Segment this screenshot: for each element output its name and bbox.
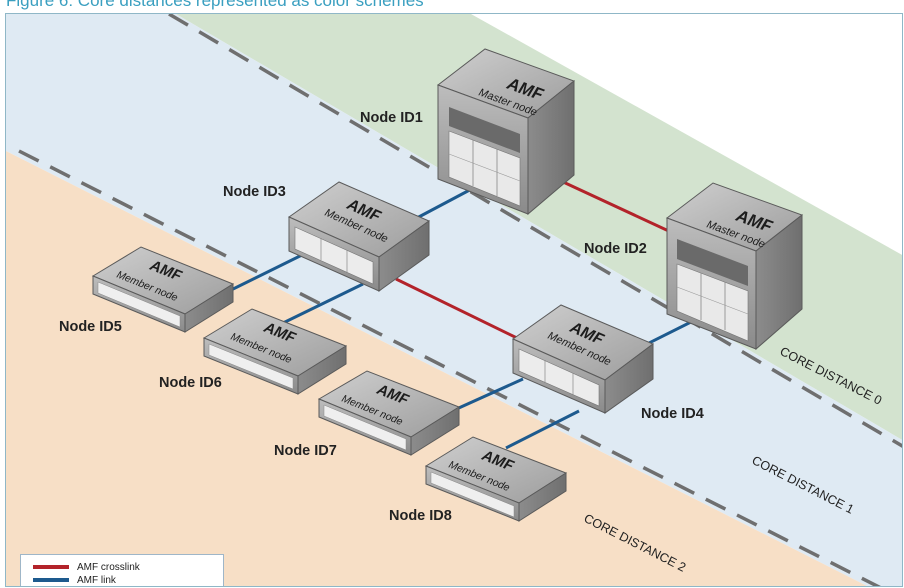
crosslink-id3-id4 bbox=[395, 277, 520, 341]
links bbox=[226, 179, 704, 450]
core-distance-2-zone bbox=[6, 151, 868, 586]
legend-item-link: AMF link bbox=[33, 574, 116, 586]
zone-boundary-0-1 bbox=[168, 14, 902, 448]
crosslink-id1-id2 bbox=[560, 179, 674, 235]
node-id4-member-switch: AMF Member node bbox=[511, 304, 654, 414]
link-id3-id6 bbox=[282, 282, 364, 325]
node-id2-label: Node ID2 bbox=[584, 241, 647, 257]
node-id8-member-switch: AMF Member node bbox=[424, 436, 568, 522]
node-id5-label: Node ID5 bbox=[59, 319, 122, 335]
legend: AMF crosslink AMF link bbox=[20, 554, 224, 586]
node-id8-label: Node ID8 bbox=[389, 508, 452, 524]
node-id1-label: Node ID1 bbox=[360, 110, 423, 126]
node-id1-master-chassis: AMF Master node bbox=[436, 48, 576, 216]
node-id2-master-chassis: AMF Master node bbox=[665, 182, 804, 351]
figure-caption: Figure 6: Core distances represented as … bbox=[6, 0, 424, 10]
legend-link-label: AMF link bbox=[77, 574, 116, 586]
node-id5-member-switch: AMF Member node bbox=[91, 246, 235, 333]
link-swatch bbox=[33, 578, 69, 582]
zone-boundary-1-2 bbox=[18, 149, 881, 586]
diagram-frame: CORE DISTANCE 0 CORE DISTANCE 1 CORE DIS… bbox=[5, 13, 903, 587]
crosslink-swatch bbox=[33, 565, 69, 569]
legend-crosslink-label: AMF crosslink bbox=[77, 561, 140, 573]
node-id3-label: Node ID3 bbox=[223, 184, 286, 200]
link-id3-id5 bbox=[226, 251, 307, 294]
link-id4-id8 bbox=[505, 409, 580, 450]
node-id3-member-switch: AMF Member node bbox=[287, 181, 431, 292]
node-id4-label: Node ID4 bbox=[641, 406, 704, 422]
node-id6-label: Node ID6 bbox=[159, 375, 222, 391]
node-id7-label: Node ID7 bbox=[274, 443, 337, 459]
network-diagram: CORE DISTANCE 0 CORE DISTANCE 1 CORE DIS… bbox=[6, 14, 902, 586]
legend-item-crosslink: AMF crosslink bbox=[33, 561, 140, 573]
node-id7-member-switch: AMF Member node bbox=[317, 370, 461, 456]
node-id6-member-switch: AMF Member node bbox=[202, 308, 348, 395]
core-distance-1-zone bbox=[6, 14, 902, 586]
